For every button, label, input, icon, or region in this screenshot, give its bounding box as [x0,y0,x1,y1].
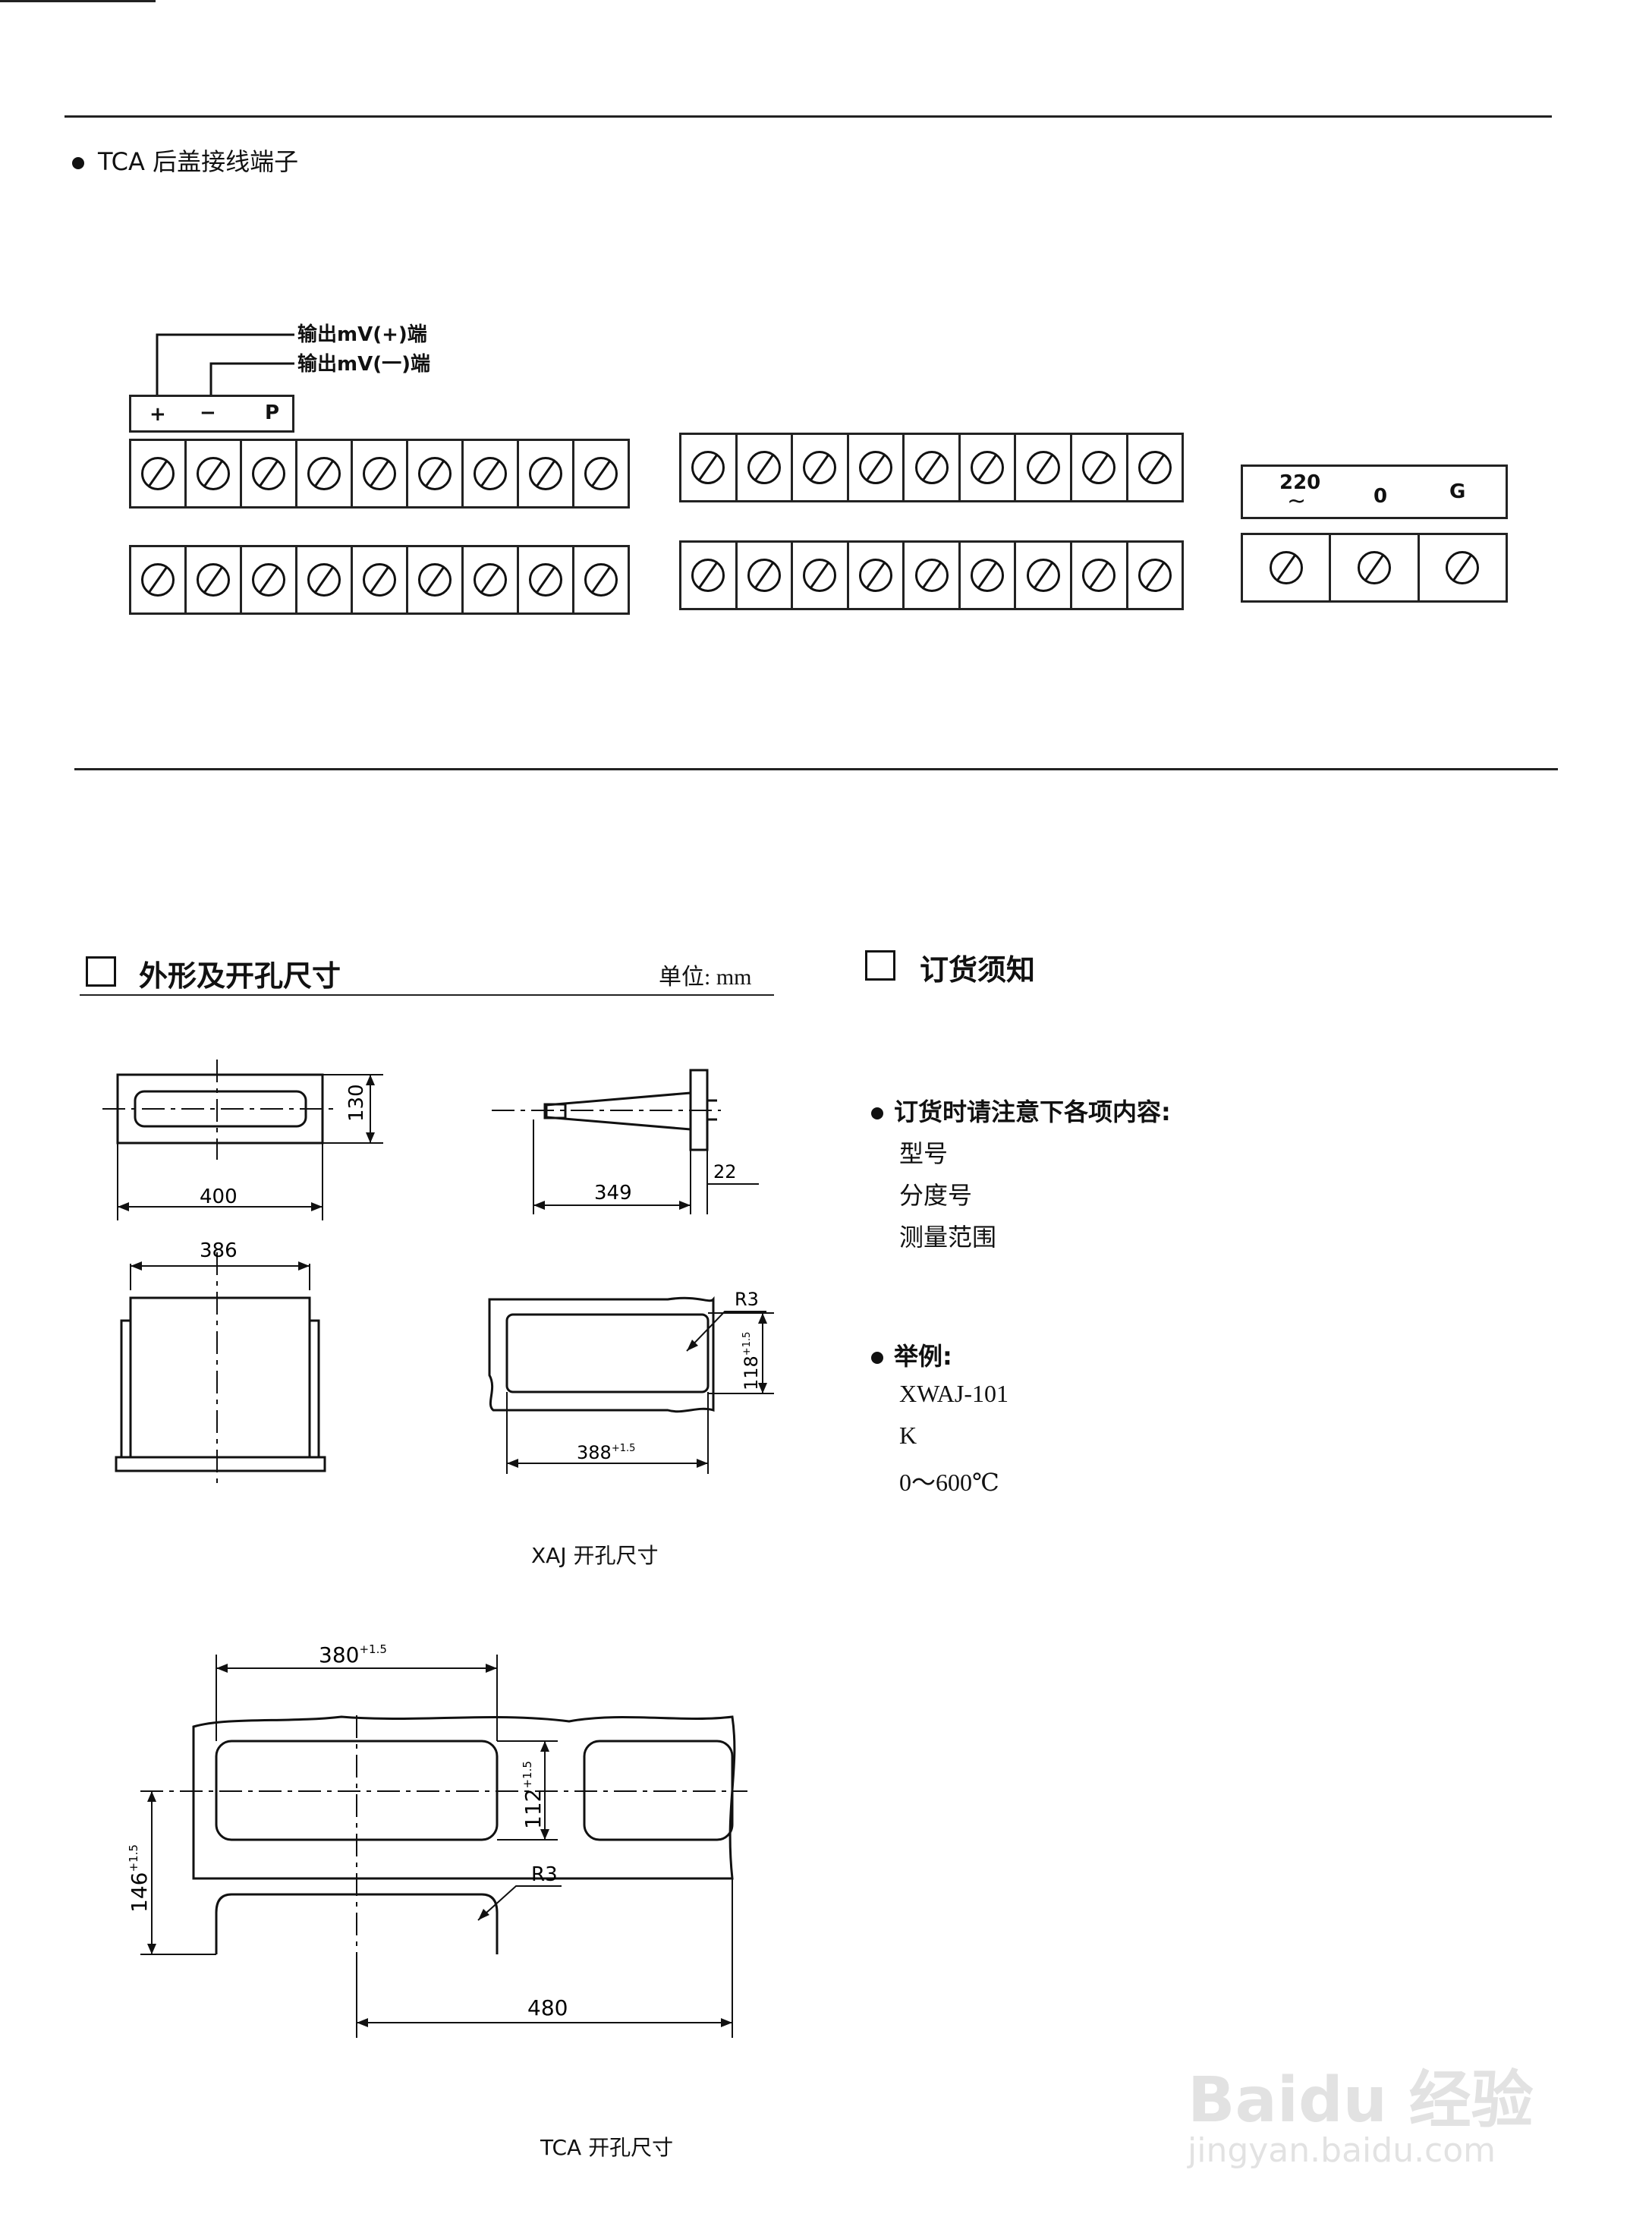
bullet-icon [72,157,84,169]
terminal-screw-icon [584,563,618,597]
terminal-screw-icon [1446,551,1480,584]
dim-388: 388+1.5 [577,1442,635,1463]
scan-mark [0,0,156,2]
terminal-screw-icon [363,563,396,597]
terminal-screw-icon [474,563,507,597]
terminal-screw-icon [363,457,396,490]
terminal-screw-icon [418,457,452,490]
terminal-screw-icon [747,559,781,592]
baidu-watermark-logo: Baidu 经验 [1188,2064,1534,2137]
output-mv-minus-label: 输出mV(一)端 [297,353,430,376]
terminal-screw-icon [1026,451,1060,484]
dimension-drawings: 400 130 349 22 386 R3 118+1.5 388+1.5 38… [102,1060,774,2038]
terminal-screw-icon [803,559,837,592]
terminal-screw-icon [858,451,892,484]
example-item: XWAJ-101 [899,1380,1009,1407]
terminal-screw-icon [747,451,781,484]
terminal-screw-icon [803,451,837,484]
dim-r3-xaj: R3 [735,1289,759,1310]
dim-r3-tca: R3 [531,1863,558,1886]
terminal-strip-bottom-left [129,545,630,615]
dim-480: 480 [527,1995,568,2020]
terminal-screw-icon [307,457,341,490]
terminal-strip-top-left [129,439,630,509]
terminal-screw-icon [418,563,452,597]
terminal-screw-icon [858,559,892,592]
top-divider [65,115,1552,118]
terminal-screw-icon [141,457,175,490]
dim-400: 400 [200,1186,238,1208]
terminal-screw-icon [197,457,230,490]
unit-label: 单位: mm [659,965,752,990]
terminal-screw-icon [691,451,725,484]
terminal-screw-icon [584,457,618,490]
dim-22: 22 [713,1161,737,1182]
terminal-screw-icon [141,563,175,597]
dimension-section-title: 外形及开孔尺寸 [139,959,341,993]
ground-label: G [1449,480,1466,503]
terminal-screw-icon [971,451,1005,484]
example-item: K [899,1422,917,1449]
dim-146: 146+1.5 [127,1844,152,1913]
p-label: P [265,401,280,424]
terminal-screw-icon [1138,451,1172,484]
terminal-screw-icon [252,457,285,490]
notice-item: 测量范围 [899,1223,997,1252]
bullet-icon [871,1107,883,1119]
terminal-screw-icon [1082,559,1116,592]
terminal-screw-icon [1026,559,1060,592]
terminal-screw-icon [307,563,341,597]
terminal-screw-icon [1357,551,1391,584]
terminal-screw-icon [691,559,725,592]
terminal-screw-icon [1269,551,1303,584]
power-label-strip: 220 ~ 0 G [1241,464,1508,519]
terminal-strip-top-right [679,433,1184,502]
order-section-title: 订货须知 [920,953,1036,987]
bullet-icon [871,1352,883,1364]
terminal-strip-bottom-right [679,540,1184,610]
dimension-title-underline [80,994,774,996]
notice-item: 型号 [899,1139,949,1168]
ac-tilde-label: ~ [1287,488,1307,515]
notice-item: 分度号 [899,1181,973,1210]
terminal-screw-icon [529,457,562,490]
output-leader-lines [156,333,294,397]
terminal-screw-icon [529,563,562,597]
terminal-screw-icon [252,563,285,597]
order-notice-heading: 订货时请注意下各项内容: [871,1093,1171,1128]
example-heading: 举例: [871,1337,952,1372]
xaj-caption: XAJ 开孔尺寸 [531,1543,659,1568]
output-mv-plus-label: 输出mV(+)端 [297,323,427,346]
dim-118: 118+1.5 [741,1332,762,1390]
minus-label: − [200,401,216,424]
terminal-screw-icon [1138,559,1172,592]
terminal-screw-icon [914,559,949,592]
baidu-watermark-url: jingyan.baidu.com [1188,2131,1496,2170]
dim-380: 380+1.5 [319,1642,387,1667]
terminal-screw-icon [474,457,507,490]
dim-130: 130 [345,1084,368,1122]
terminal-screw-icon [197,563,230,597]
tca-caption: TCA 开孔尺寸 [540,2135,674,2160]
dim-112: 112+1.5 [521,1761,546,1829]
dim-386: 386 [200,1239,238,1262]
dim-349: 349 [594,1182,632,1204]
plus-label: + [149,403,166,426]
terminal-screw-icon [971,559,1005,592]
order-checkbox-icon [865,950,895,981]
voltage-220-label: 220 [1279,471,1321,494]
signal-label-strip: + − P [129,395,294,433]
dimension-checkbox-icon [86,956,116,987]
power-terminal-strip [1241,533,1508,603]
terminal-screw-icon [914,451,949,484]
middle-divider [74,768,1558,770]
zero-label: 0 [1374,485,1388,508]
example-item: 0～600℃ [899,1469,999,1496]
terminal-section-title: TCA 后盖接线端子 [72,143,298,178]
terminal-screw-icon [1082,451,1116,484]
